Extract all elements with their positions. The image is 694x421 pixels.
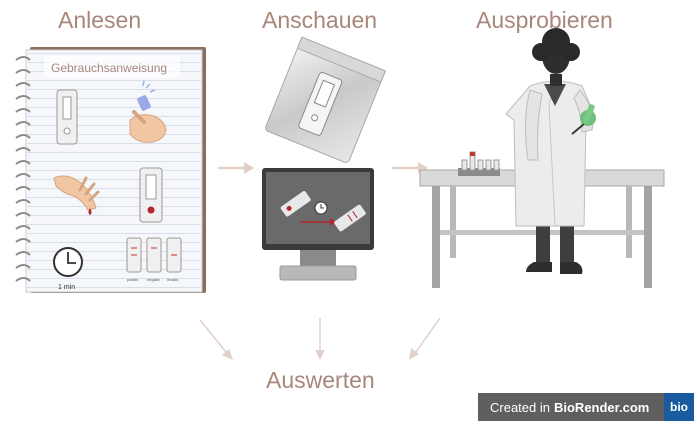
arrow-read-to-watch [218, 162, 254, 174]
heading-anlesen: Anlesen [58, 7, 142, 33]
test-tube-rack [458, 151, 500, 176]
biorender-logo-icon: bio [664, 393, 694, 421]
heading-auswerten: Auswerten [266, 367, 375, 393]
biorender-badge[interactable]: Created in BioRender.com bio [478, 393, 694, 421]
badge-brand: BioRender.com [553, 399, 650, 415]
sample-cassette-icon [139, 167, 163, 223]
finger-prick-hand-icon [129, 80, 167, 143]
notebook-spiral [15, 56, 31, 282]
test-cassette-icon [56, 89, 78, 145]
badge-text: Created in BioRender.com [478, 393, 664, 421]
badge-created-in: Created in [490, 399, 550, 415]
bleeding-hand-icon [53, 175, 100, 215]
result-label-positiv: positiv [127, 277, 138, 282]
result-label-invalid: invalid [167, 277, 178, 282]
arrow-watch-to-evaluate [315, 318, 325, 360]
notebook-title: Gebrauchsanweisung [51, 61, 167, 75]
heading-anschauen: Anschauen [262, 7, 378, 33]
result-cassettes [126, 237, 182, 273]
instruction-notebook: Gebrauchsanweisung [15, 47, 206, 293]
result-label-negativ: negativ [147, 277, 160, 282]
timer-label: 1 min [58, 284, 75, 291]
arrow-read-to-evaluate [199, 319, 233, 360]
flow-arrows [199, 162, 441, 360]
test-kit-pouch [265, 36, 387, 163]
heading-ausprobieren: Ausprobieren [476, 7, 613, 33]
arrow-try-to-evaluate [409, 317, 441, 360]
timer-clock-icon [53, 247, 83, 277]
video-monitor [262, 168, 374, 281]
scientist-figure [505, 28, 596, 274]
